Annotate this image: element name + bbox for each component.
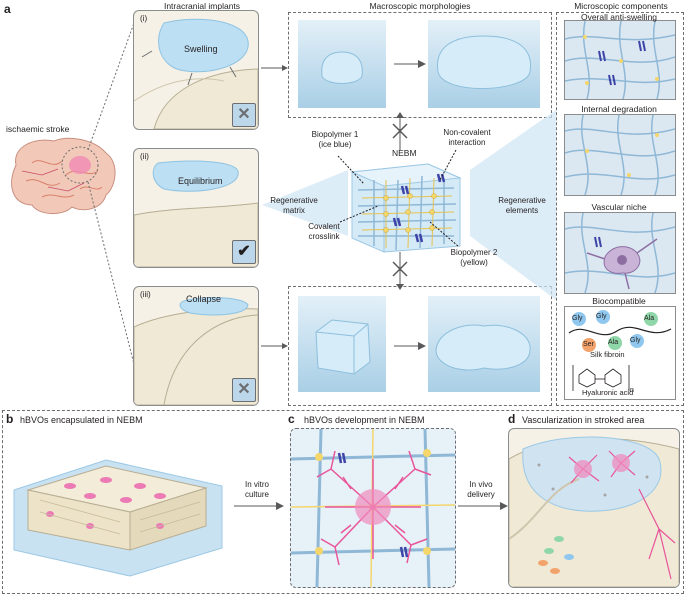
macro-swelling-panels: [298, 20, 542, 115]
panel-b-title: hBVOs encapsulated in NEBM: [20, 415, 143, 425]
arrow-b-to-c: [234, 502, 284, 510]
implant-label-equilibrium: Equilibrium: [178, 176, 223, 186]
macro-box-swelling: [288, 12, 552, 118]
vascularization-panel: [508, 428, 680, 588]
covalent-crosslink-label: Covalent crosslink: [308, 222, 340, 241]
micro-anti-swelling-panel: [564, 20, 676, 100]
panel-d-title: Vascularization in stroked area: [522, 415, 645, 425]
cross-icon: ✕: [232, 103, 256, 127]
ischaemic-stroke-label: ischaemic stroke: [6, 124, 70, 134]
implant-numeral-3: (iii): [140, 290, 151, 299]
in-vivo-delivery-label: In vivo delivery: [467, 480, 495, 499]
aa-ala-1: Ala: [608, 339, 619, 346]
silk-fibroin-label: Silk fibroin: [590, 350, 625, 359]
micro-label-degradation: Internal degradation: [581, 104, 657, 114]
checkmark-icon: ✔: [232, 240, 256, 264]
aa-gly-3: Gly: [630, 337, 641, 344]
panel-c-letter: c: [288, 412, 295, 426]
arrow-c-to-d: [458, 502, 508, 510]
header-intracranial: Intracranial implants: [163, 1, 241, 11]
implant-numeral-2: (ii): [140, 152, 149, 161]
aa-gly-1: Gly: [572, 315, 583, 322]
nebm-label: NEBM: [392, 148, 417, 158]
in-vitro-culture-label: In vitro culture: [244, 480, 269, 499]
macro-collapse-panels: [298, 296, 542, 401]
hbvo-scaffold-block: [13, 459, 223, 577]
hbvo-development-panel: [290, 428, 456, 588]
biopolymer2-label: Biopolymer 2 (yellow): [450, 248, 498, 267]
micro-vascular-panel: [564, 212, 676, 294]
biopolymer1-label: Biopolymer 1 (ice blue): [311, 130, 359, 149]
micro-degradation-panel: [564, 114, 676, 196]
panels-bcd-box: [2, 410, 684, 594]
aa-gly-2: Gly: [596, 313, 607, 320]
nebm-cube: [350, 163, 462, 253]
noncovalent-label: Non-covalent interaction: [443, 128, 491, 147]
implant-numeral-1: (i): [140, 14, 148, 23]
implant-box-swelling: [133, 10, 259, 130]
micro-label-biocompatible: Biocompatible: [592, 296, 646, 306]
aa-ser: Ser: [583, 341, 594, 348]
panel-b-letter: b: [6, 412, 14, 426]
hyaluronic-acid-label: Hyaluronic acid: [582, 388, 634, 397]
macro-box-collapse: [288, 286, 552, 406]
micro-components-box: [556, 12, 684, 406]
micro-label-vascular: Vascular niche: [591, 202, 647, 212]
regenerative-elements-label: Regenerative elements: [498, 196, 546, 215]
header-macroscopic: Macroscopic morphologies: [369, 1, 471, 11]
cross-icon: ✕: [232, 378, 256, 402]
implant-label-swelling: Swelling: [184, 44, 218, 54]
implant-box-equilibrium: [133, 148, 259, 268]
micro-label-anti-swelling: Overall anti-swelling: [580, 12, 658, 22]
regenerative-matrix-label: Regenerative matrix: [270, 196, 318, 215]
repeat-unit-n: n: [630, 387, 634, 394]
panel-c-title: hBVOs development in NEBM: [304, 415, 425, 425]
brain-illustration: [11, 137, 116, 214]
micro-biocompatible-panel: [564, 306, 676, 400]
panel-d-letter: d: [508, 412, 516, 426]
header-microscopic: Microscopic components: [574, 1, 668, 11]
panel-a-letter: a: [4, 2, 11, 16]
aa-ala-2: Ala: [644, 315, 655, 322]
implant-label-collapse: Collapse: [186, 294, 222, 304]
